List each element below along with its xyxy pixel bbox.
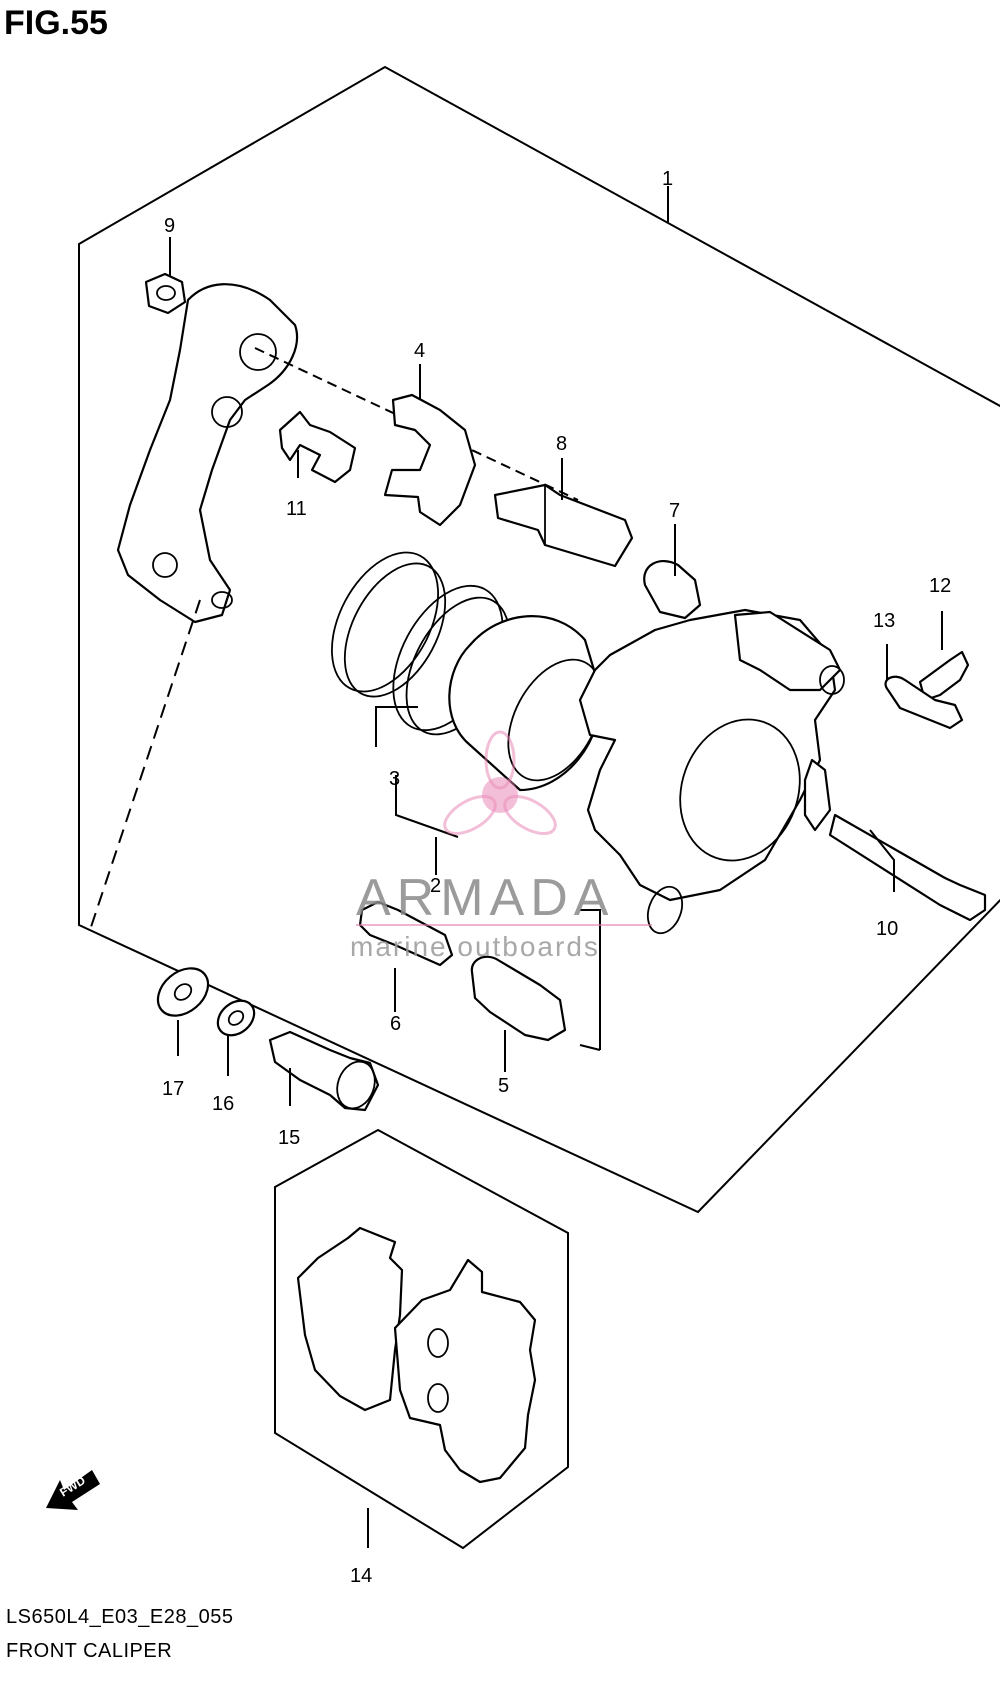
bleeder-valve-part-12[interactable]: [918, 650, 970, 702]
callout-15: 15: [278, 1127, 300, 1149]
diagram-code: LS650L4_E03_E28_055: [6, 1606, 234, 1628]
callout-5: 5: [498, 1075, 509, 1097]
callout-14: 14: [350, 1565, 372, 1587]
callout-17: 17: [162, 1078, 184, 1100]
brand-watermark: ARMADA marine outboards: [350, 730, 652, 962]
callout-9: 9: [164, 215, 175, 237]
pad-retainer-part-4[interactable]: [383, 393, 477, 527]
pin-boot-part-5[interactable]: [470, 955, 567, 1042]
watermark-propeller-icon: [482, 777, 518, 813]
brake-pads-part-14[interactable]: [296, 1226, 537, 1484]
caliper-assembly-outline: [78, 65, 1000, 1214]
slide-pin-part-6[interactable]: [358, 900, 454, 967]
washer-part-17[interactable]: [149, 959, 218, 1026]
pad-set-outline: [274, 1128, 569, 1550]
mounting-bolt-part-10[interactable]: [828, 813, 987, 922]
bleeder-cap-part-13[interactable]: [884, 675, 964, 730]
watermark-brand: ARMADA: [356, 869, 614, 927]
caliper-bracket[interactable]: [116, 283, 299, 624]
callout-2: 2: [430, 875, 441, 897]
watermark-tagline: marine outboards: [350, 931, 600, 962]
lock-washer-part-16[interactable]: [211, 994, 261, 1043]
callout-6: 6: [390, 1013, 401, 1035]
leader-lines: [169, 186, 943, 1548]
pad-spring-part-11[interactable]: [278, 410, 357, 484]
callout-4: 4: [414, 340, 425, 362]
callout-1: 1: [662, 168, 673, 190]
caliper-body[interactable]: [578, 608, 845, 938]
callout-13: 13: [873, 610, 895, 632]
callout-11: 11: [286, 498, 307, 520]
alignment-line-lower: [89, 599, 201, 931]
flange-nut-part-9[interactable]: [144, 272, 187, 315]
slide-pin-part-8[interactable]: [493, 483, 634, 568]
bolt-part-15[interactable]: [268, 1030, 381, 1114]
callout-10: 10: [876, 918, 898, 940]
callout-8: 8: [556, 433, 567, 455]
callout-12: 12: [929, 575, 951, 597]
pin-boot-part-7[interactable]: [643, 559, 702, 620]
figure-title: FIG.55: [4, 4, 108, 42]
fwd-direction-arrow: FWD: [46, 1470, 100, 1510]
callout-16: 16: [212, 1093, 234, 1115]
diagram-name: FRONT CALIPER: [6, 1640, 173, 1662]
callout-3: 3: [389, 768, 400, 790]
callout-7: 7: [669, 500, 680, 522]
